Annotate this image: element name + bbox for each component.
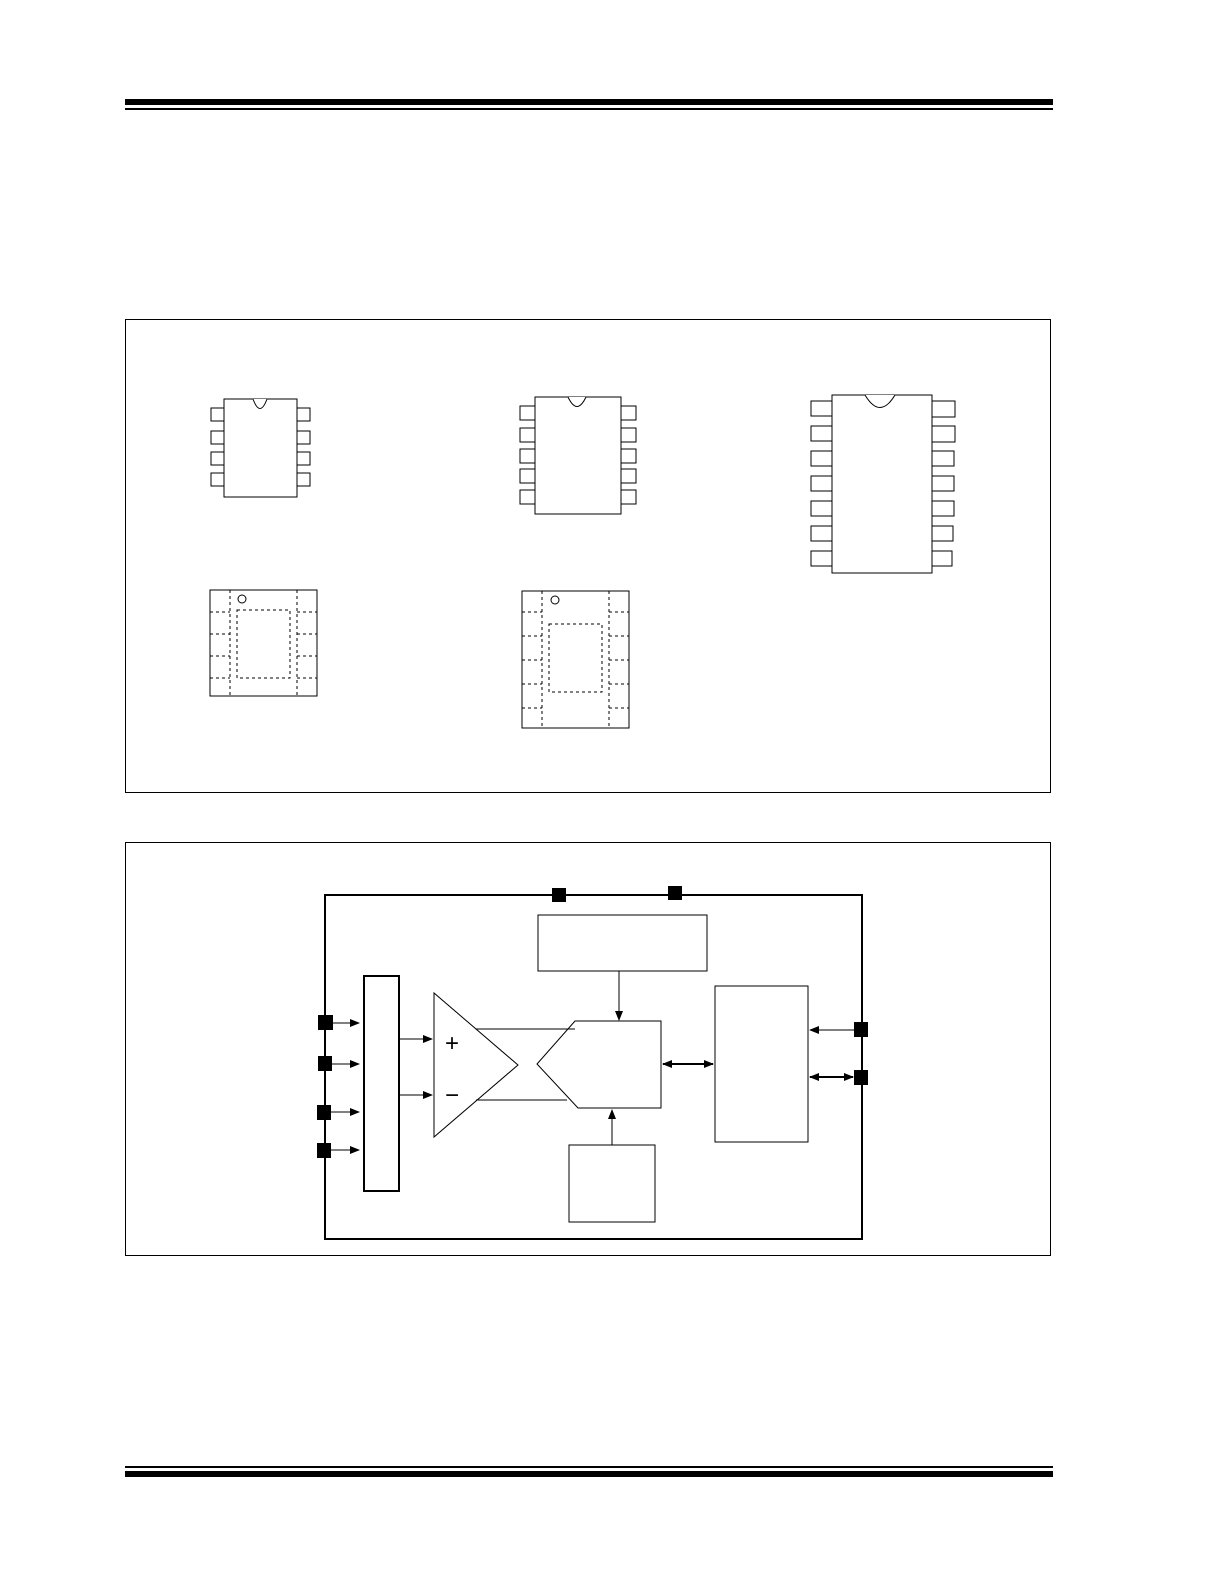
minus-symbol: − xyxy=(445,1082,459,1109)
block-diagram-panel xyxy=(125,842,1051,1256)
package-dfn-8 xyxy=(209,589,318,697)
header-rule-thick xyxy=(125,99,1053,105)
top-pin-2 xyxy=(668,886,682,900)
package-dip-14 xyxy=(810,394,956,574)
device-outline xyxy=(324,894,863,1240)
right-pin-1 xyxy=(854,1022,868,1037)
header-rule-thin xyxy=(125,108,1053,110)
differential-amplifier: + − xyxy=(433,991,519,1139)
left-pins xyxy=(317,1015,360,1158)
package-dfn-10 xyxy=(521,590,630,729)
package-diagrams-panel xyxy=(125,319,1051,793)
lower-block xyxy=(568,1144,656,1223)
plus-symbol: + xyxy=(445,1030,459,1057)
adc-block xyxy=(536,1020,662,1109)
top-pin-1 xyxy=(552,888,566,902)
input-mux-block xyxy=(363,975,400,1192)
footer-rule-thin xyxy=(125,1466,1053,1468)
right-pin-2 xyxy=(854,1070,868,1085)
upper-block xyxy=(537,914,708,972)
package-dip-10 xyxy=(519,396,637,515)
interface-block xyxy=(714,985,809,1143)
package-dip-8 xyxy=(210,398,311,498)
footer-rule-thick xyxy=(125,1471,1053,1477)
